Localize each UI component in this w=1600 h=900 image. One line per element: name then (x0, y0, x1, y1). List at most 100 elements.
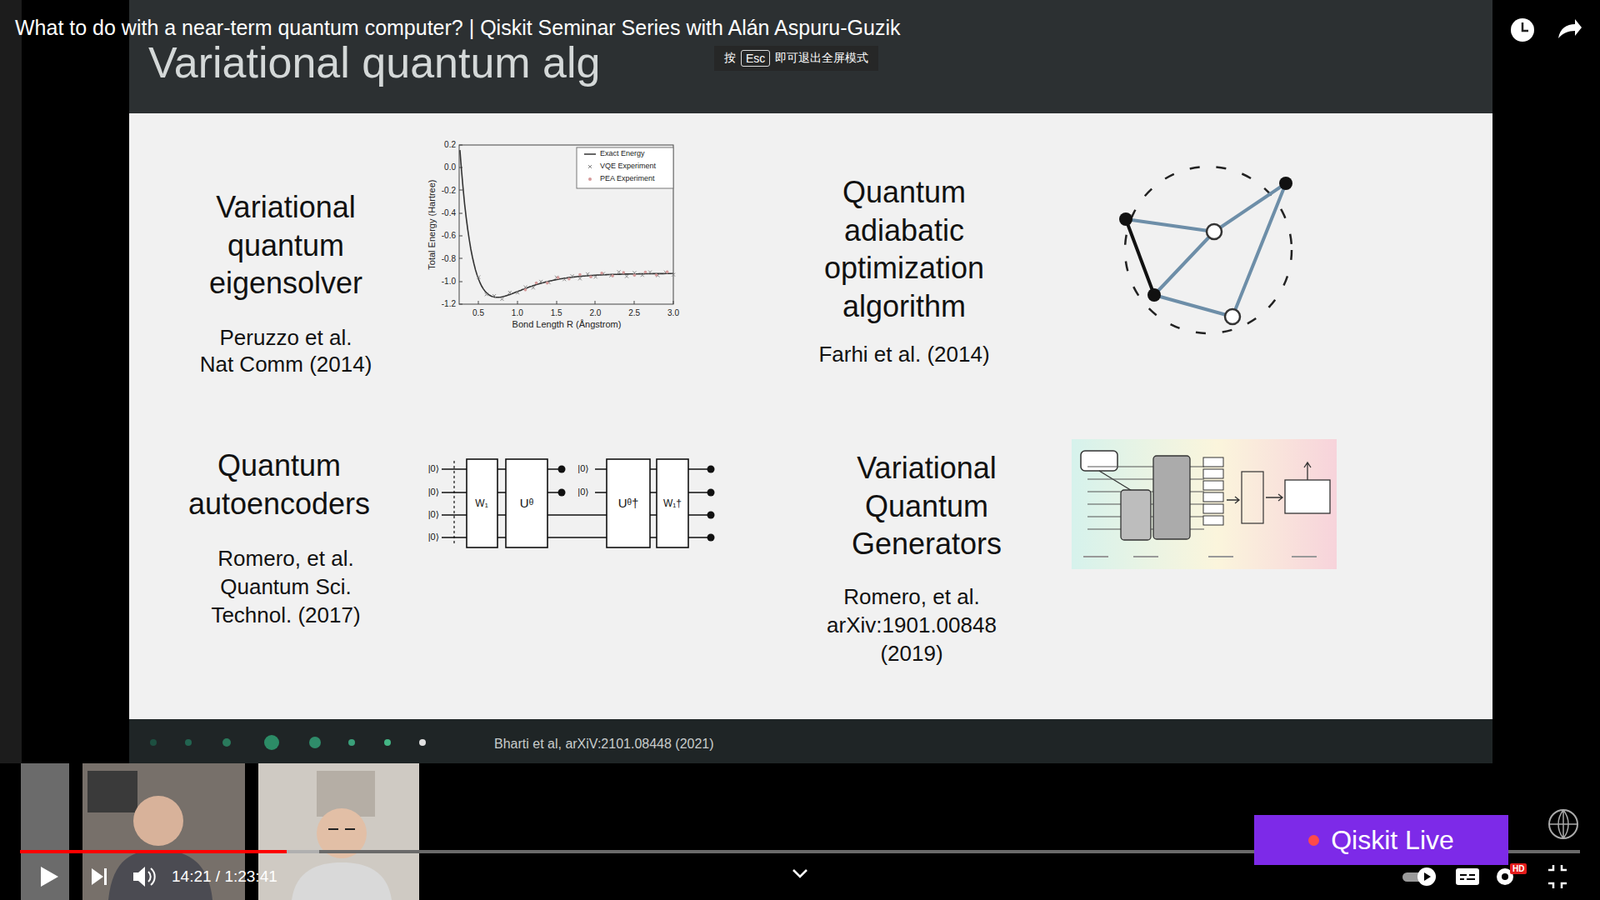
player-controls (1501, 873, 1509, 880)
vqg-figure (1080, 450, 1118, 471)
time-display: 14:21 / 1:23:41 (171, 867, 278, 887)
vqe-point (539, 280, 543, 284)
vqe-point (570, 274, 575, 278)
pea-point (633, 274, 637, 278)
top-right-icons (1558, 19, 1582, 39)
legend-text: PEA Experiment (600, 175, 655, 184)
legend-sample-mark (588, 177, 592, 181)
citation: Romero, et al. (786, 584, 1037, 610)
vqg-figure (1120, 490, 1151, 540)
slide-panel (129, 113, 1493, 720)
tick-label: -0.6 (441, 230, 456, 241)
circuit-output-dots (707, 511, 715, 520)
webcam-thumbnails (133, 795, 184, 846)
node-text: HD (1512, 864, 1525, 874)
vqe-point (531, 285, 535, 290)
vqe-point (585, 272, 590, 276)
qaoa-graph (1125, 183, 1286, 317)
legend-sample (583, 163, 597, 170)
qaoa-graph (1119, 166, 1293, 334)
quality-badge: HD (1510, 863, 1527, 875)
vqg-figure (1203, 492, 1224, 502)
pea-point (610, 274, 615, 278)
live-dot (1308, 835, 1320, 846)
slide-progress-dots (348, 739, 355, 746)
method-title: Quantum autoencoders (154, 446, 405, 523)
vqg-figure (1153, 455, 1190, 540)
vqg-figure (1099, 470, 1134, 492)
player-controls (40, 866, 59, 887)
slide-progress-dots (309, 736, 321, 749)
player-controls (91, 868, 104, 885)
vqe-point (625, 275, 629, 279)
node-text: Qiskit Live (1330, 825, 1455, 856)
slide-panel (129, 719, 1493, 764)
vqe-point (476, 275, 480, 280)
node-text: 按 (724, 50, 736, 66)
legend-item: VQE Experiment (583, 162, 656, 171)
player-controls (1417, 867, 1436, 886)
legend-sample-mark (584, 153, 596, 155)
circuit-gates (656, 459, 689, 548)
pea-point (535, 281, 539, 285)
axis-label: Total Energy (Hartree) (425, 180, 437, 270)
slide-progress-dots (222, 738, 231, 747)
method-title: Variational quantum eigensolver (173, 188, 399, 303)
tick-label: 0.2 (444, 140, 456, 150)
circuit-output-dots (558, 465, 566, 474)
legend-item: Exact Energy (583, 150, 645, 159)
tick-label: 3.0 (656, 308, 690, 319)
qaoa-graph (1206, 224, 1222, 240)
fullscreen-hint: 按Esc 即可退出全屏模式 (714, 45, 879, 71)
tick-label: -0.4 (441, 208, 456, 219)
vqe-point (485, 292, 489, 296)
circuit-output-dots (707, 489, 715, 497)
citation: Quantum Sci. (160, 574, 411, 600)
video-frame (0, 0, 22, 764)
reference: Bharti et al, arXiV:2101.08448 (2021) (494, 735, 715, 752)
tick-label: 1.0 (500, 308, 535, 319)
top-right-icons (1549, 810, 1578, 839)
gate-label: W₁ (475, 497, 488, 510)
webcam-thumbnails (291, 862, 392, 900)
chart-axes (576, 147, 674, 189)
vqe-point (500, 297, 504, 301)
vqe-point (640, 273, 645, 277)
player-controls (1548, 865, 1567, 889)
chart-axes (459, 145, 674, 305)
vqg-figure (1304, 462, 1311, 480)
vqe-point (508, 290, 512, 295)
legend-text: Exact Energy (600, 150, 645, 159)
axis-label: Bond Length R (Ångstrom) (475, 319, 659, 330)
legend-sample (583, 150, 597, 158)
citation: arXiv:1901.00848 (786, 612, 1037, 639)
tick-label: -0.2 (441, 185, 456, 196)
top-right-icons (1510, 18, 1535, 42)
player-controls (793, 870, 807, 877)
progress-bar (286, 850, 320, 854)
slide-progress-dots (185, 739, 192, 746)
vqe-point (523, 285, 527, 290)
gate-label: W₁† (663, 497, 682, 510)
player-controls (40, 865, 1567, 889)
qaoa-graph (1125, 166, 1292, 334)
vqe-point (578, 276, 582, 280)
citation: Farhi et al. (2014) (779, 341, 1030, 368)
qaoa-graph (1279, 176, 1293, 190)
circuit-output-dots (558, 489, 566, 497)
vqe-point (594, 275, 598, 279)
legend-text: VQE Experiment (600, 162, 656, 171)
webcam-thumbnails (328, 828, 355, 830)
node-text: 即可退出全屏模式 (775, 50, 869, 66)
vqe-point (617, 270, 621, 274)
key-cap: Esc (740, 50, 770, 67)
legend-sample (583, 175, 597, 183)
vqg-figure (1203, 469, 1224, 479)
tick-label: 0.5 (461, 308, 495, 319)
gate-label: Uᶿ (520, 495, 534, 511)
pea-point (545, 281, 550, 285)
method-title: Quantum adiabatic optimization algorithm (791, 173, 1017, 326)
webcam-thumbnails (20, 763, 70, 900)
player-controls (1460, 875, 1475, 880)
gate-label: Uᶿ† (618, 495, 640, 511)
